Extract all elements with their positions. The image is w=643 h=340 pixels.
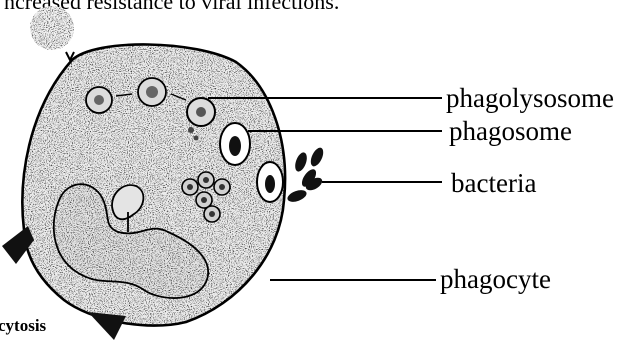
- particle-blob: [30, 6, 74, 60]
- pseudopod-bottom: [88, 312, 126, 340]
- label-phagocyte: phagocyte: [440, 264, 551, 294]
- caption-text: cytosis: [0, 316, 47, 335]
- bacteria-cluster: [286, 146, 326, 204]
- phagosome-vesicle: [220, 123, 250, 165]
- label-phagolysosome: phagolysosome: [446, 83, 614, 113]
- label-phagosome: phagosome: [449, 116, 572, 146]
- pseudopod-left: [2, 226, 34, 264]
- engulfing-pocket: [257, 162, 283, 202]
- label-bacteria: bacteria: [451, 168, 536, 198]
